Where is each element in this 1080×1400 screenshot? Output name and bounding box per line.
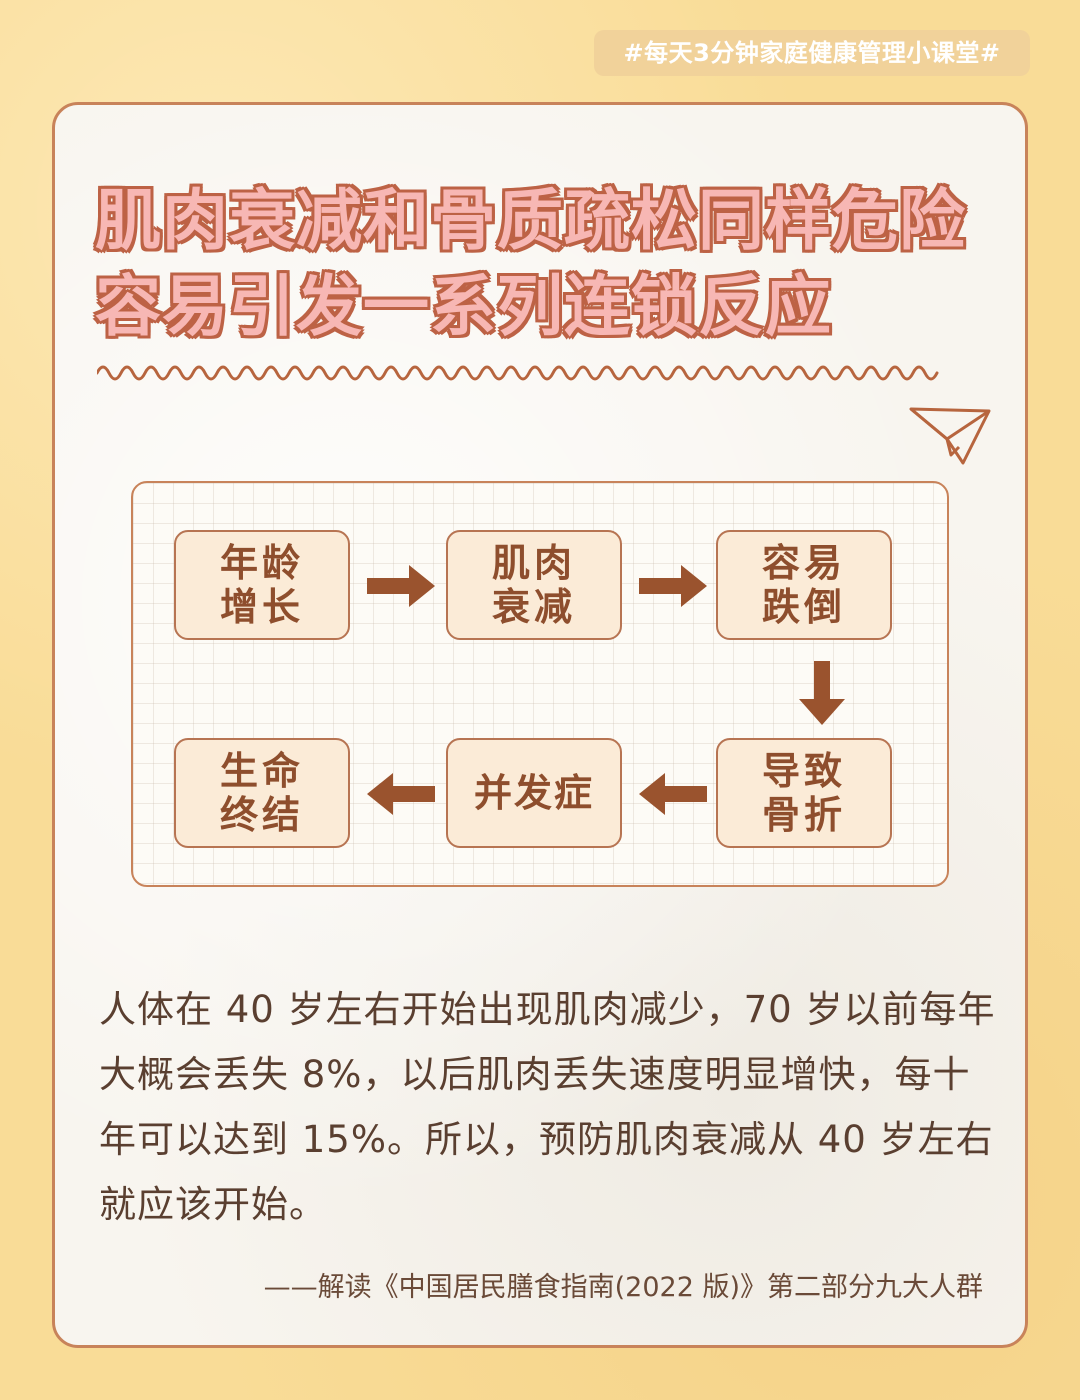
arrow-left-icon xyxy=(367,773,435,815)
source-citation: ——解读《中国居民膳食指南(2022 版)》第二部分九大人群 xyxy=(263,1272,983,1303)
flow-box-age-growth: 年龄增长 xyxy=(174,530,350,640)
arrow-right-icon xyxy=(367,565,435,607)
flow-box-life-end: 生命终结 xyxy=(174,738,350,848)
body-paragraph: 人体在 40 岁左右开始出现肌肉减少，70 岁以前每年大概会丢失 8%，以后肌肉… xyxy=(99,988,996,1226)
flow-label: 年龄增长 xyxy=(219,541,304,629)
arrow-left-icon xyxy=(639,773,707,815)
flow-box-complications: 并发症 xyxy=(446,738,622,848)
arrow-right-icon xyxy=(639,565,707,607)
flow-label: 并发症 xyxy=(473,771,594,815)
flow-label: 肌肉衰减 xyxy=(491,541,576,629)
flow-box-fracture: 导致骨折 xyxy=(716,738,892,848)
arrow-down-icon xyxy=(799,661,845,725)
title-line-2: 容易引发一系列连锁反应 xyxy=(95,268,832,345)
flow-label: 生命终结 xyxy=(219,749,304,837)
flow-box-easy-fall: 容易跌倒 xyxy=(716,530,892,640)
content-card: 肌肉衰减和骨质疏松同样危险 容易引发一系列连锁反应 年龄增长 肌肉衰减 容易跌倒… xyxy=(52,102,1028,1348)
title-line-1: 肌肉衰减和骨质疏松同样危险 xyxy=(95,182,966,259)
flow-label: 导致骨折 xyxy=(761,749,846,837)
hashtag-badge[interactable]: #每天3分钟家庭健康管理小课堂# xyxy=(594,30,1030,76)
flow-diagram: 年龄增长 肌肉衰减 容易跌倒 导致骨折 并发症 生命终结 xyxy=(131,481,949,887)
flow-box-muscle-decline: 肌肉衰减 xyxy=(446,530,622,640)
paper-plane-icon xyxy=(909,407,991,465)
flow-label: 容易跌倒 xyxy=(761,541,846,629)
squiggle-divider xyxy=(97,365,939,381)
